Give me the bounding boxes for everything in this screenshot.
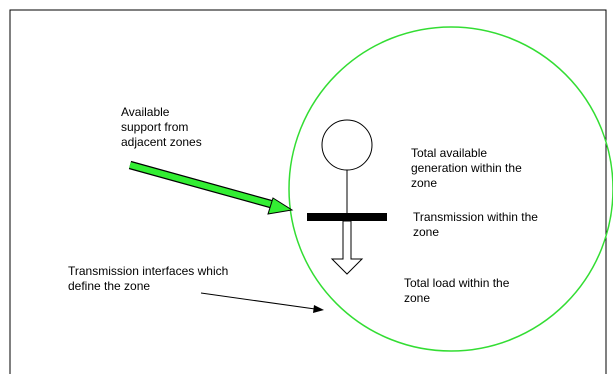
load-arrow-icon — [330, 220, 364, 275]
support-arrow-shaft-fill — [129, 162, 279, 209]
interfaces-pointer-line — [200, 292, 316, 310]
transmission-bus-icon — [307, 213, 387, 221]
transmission-label: Transmission within the zone — [413, 210, 538, 239]
load-label: Total load within the zone — [404, 276, 510, 305]
support-arrow-head — [267, 197, 294, 215]
generation-label: Total available generation within the zo… — [411, 146, 522, 190]
generator-circle-icon — [321, 119, 373, 171]
frame-border — [9, 9, 607, 374]
support-label: Available support from adjacent zones — [121, 105, 202, 149]
zone-boundary-circle — [288, 26, 613, 352]
interfaces-pointer-head — [313, 305, 324, 313]
interfaces-label: Transmission interfaces which define the… — [68, 264, 229, 293]
